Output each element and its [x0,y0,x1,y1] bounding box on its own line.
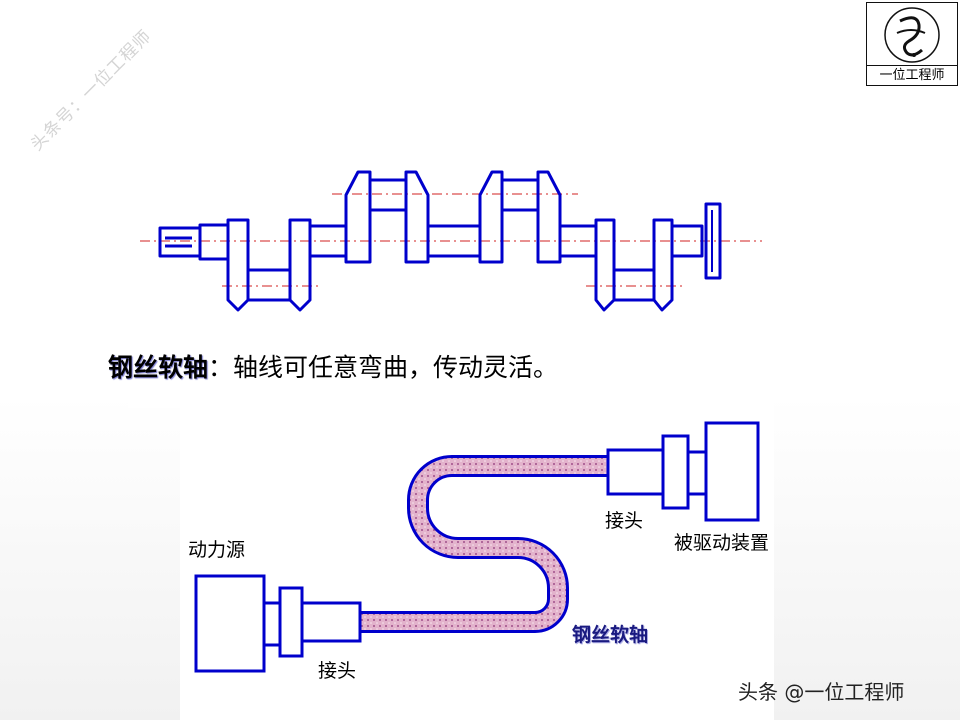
driven-device-box [704,421,760,522]
web-6 [536,170,562,264]
web-8 [652,218,674,312]
driven-device-label: 被驱动装置 [674,532,770,554]
flange [704,202,722,280]
left-joint [300,601,362,643]
right-joint [606,448,665,496]
shaft-end [158,226,202,258]
power-source-box [194,574,266,673]
crankpin-3 [500,178,540,212]
left-joint-label: 接头 [318,660,357,682]
caption: 钢丝软轴：轴线可任意弯曲，传动灵活。 [108,348,558,384]
crankpin-2 [368,178,408,212]
web-3 [344,170,372,264]
crankpin-1 [246,268,292,302]
left-coupling-collar [262,601,282,647]
shaft-end-collar [198,223,230,261]
left-coupling-ring [278,586,304,658]
crankshaft-drawing [140,170,762,312]
right-coupling-ring [661,434,690,510]
web-2 [288,218,312,312]
caption-separator: ： [208,353,234,382]
flexible-shaft-drawing [194,421,760,673]
flexible-shaft-label: 钢丝软轴 [572,624,649,646]
cable-knot-logo-icon [884,7,940,63]
web-4 [404,170,430,264]
logo-label: 一位工程师 [867,65,957,85]
web-1 [226,218,250,312]
rear-journal [670,224,704,258]
caption-term: 钢丝软轴 [108,353,209,382]
crankpin-4 [612,268,656,302]
credit: 头条 @一位工程师 [738,680,905,704]
web-7 [594,218,616,312]
flexible-shaft-hose [360,458,612,630]
caption-description: 轴线可任意弯曲，传动灵活。 [233,353,559,382]
right-coupling-collar [686,450,708,496]
right-joint-label: 接头 [605,510,644,532]
logo: 一位工程师 [866,2,958,86]
power-source-label: 动力源 [188,539,246,561]
crankshaft-panel [128,150,768,408]
web-5 [478,170,504,264]
